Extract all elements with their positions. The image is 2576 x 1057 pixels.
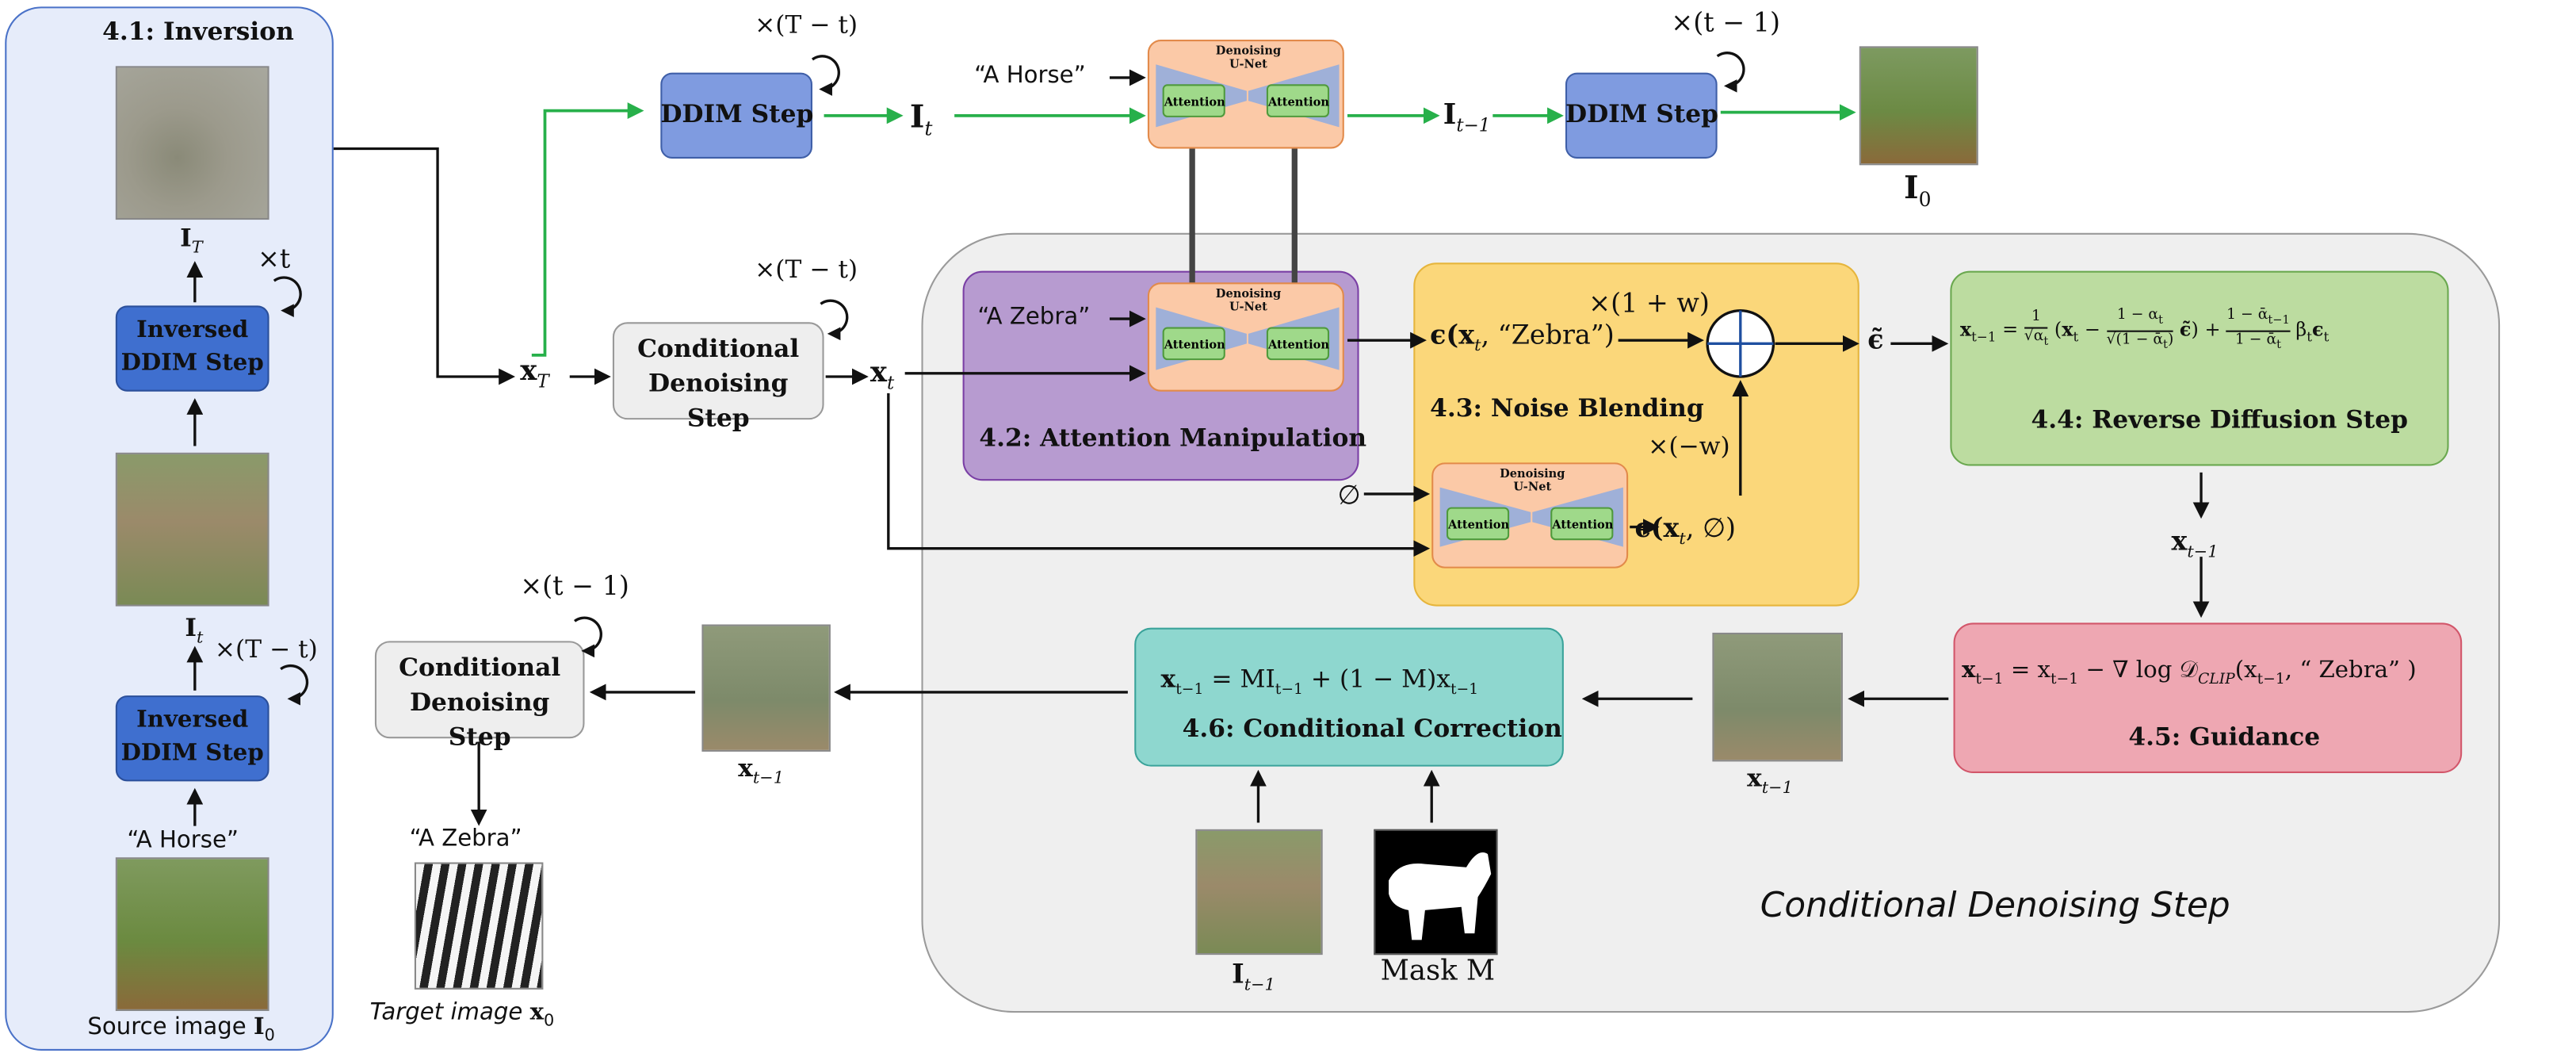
noisy-horse-image-correction: [1195, 829, 1323, 956]
inversed-ddim-label-top: Inversed DDIM Step: [120, 316, 264, 377]
noise-image-IT: [115, 66, 269, 220]
times-T-minus-t-label: ×(T − t): [214, 634, 318, 664]
arrow-xT-to-ddim: [531, 102, 644, 357]
label-top-It-1: It−1: [1443, 98, 1491, 136]
repeat-middle: ×(T − t): [755, 254, 858, 285]
inversion-title: 4.1: Inversion: [102, 16, 294, 47]
label-x-left: xt−1: [738, 753, 784, 788]
unet-top-title: Denoising U-Net: [1215, 43, 1282, 71]
reverse-diffusion-title: 4.4: Reverse Diffusion Step: [2031, 404, 2408, 435]
loop-times-t: [273, 276, 302, 317]
mask-image: [1374, 829, 1498, 956]
ddim-step-right-label: DDIM Step: [1565, 98, 1718, 129]
label-xT: xT: [520, 354, 549, 393]
target-caption: Target image x0: [369, 999, 555, 1031]
ddim-step-right: [1565, 72, 1718, 159]
loop-ddim-left: [811, 55, 840, 96]
label-xt: xt: [869, 356, 895, 394]
loop-cond-bottom: [573, 616, 602, 658]
arrow-xt-to-unet3: [887, 393, 1431, 557]
label-I0: I0: [1904, 170, 1932, 212]
label-top-It: It: [909, 98, 933, 140]
attention-block-mid-right: Attention: [1266, 327, 1330, 361]
times-t-label: ×t: [257, 243, 291, 274]
conditional-denoising-step-box-bottom: [374, 641, 585, 739]
noisy-zebra-image-right: [1712, 632, 1843, 762]
repeat-left-top: ×(T − t): [755, 10, 858, 40]
inversed-ddim-step-bottom: [115, 695, 269, 782]
noisy-horse-It: [115, 452, 269, 607]
attention-block-top-left: Attention: [1162, 84, 1225, 117]
eps-zebra-label: ϵ(xt, “Zebra”): [1430, 319, 1615, 356]
label-It-1-correction: It−1: [1232, 958, 1275, 995]
source-horse-image: [115, 857, 269, 1011]
guidance-box: [1953, 622, 2463, 773]
arrow-inversion-to-xT: [333, 147, 515, 385]
unet-top: Denoising U-Net Attention Attention: [1147, 39, 1344, 149]
attention-block-bot-right: Attention: [1550, 507, 1614, 541]
label-x-next: xt−1: [2171, 525, 2219, 562]
unet-middle: Denoising U-Net Attention Attention: [1147, 282, 1344, 392]
repeat-bottom-left: ×(t − 1): [520, 569, 629, 602]
attention-manipulation-title: 4.2: Attention Manipulation: [979, 423, 1367, 453]
conditional-denoising-step-box: [612, 322, 824, 420]
attention-block-mid-left: Attention: [1162, 327, 1225, 361]
guidance-title: 4.5: Guidance: [2128, 722, 2321, 752]
repeat-right-top: ×(t − 1): [1671, 6, 1780, 38]
panel-title: Conditional Denoising Step: [1760, 885, 2230, 925]
loop-ddim-right: [1716, 52, 1745, 93]
weight-positive: ×(1 + w): [1588, 287, 1710, 320]
null-symbol: ∅: [1337, 479, 1361, 511]
eps-tilde-label: ϵ̃: [1867, 324, 1884, 355]
ddim-step-left-label: DDIM Step: [660, 98, 814, 129]
label-IT: IT: [180, 223, 203, 258]
loop-cond-top: [820, 299, 849, 341]
inversed-ddim-step-top: [115, 305, 269, 392]
conditional-correction-title: 4.6: Conditional Correction: [1182, 713, 1562, 744]
label-It: It: [185, 612, 204, 648]
ddim-step-left: [660, 72, 812, 159]
unet-bottom-title: Denoising U-Net: [1500, 465, 1565, 494]
output-horse-image: [1859, 46, 1978, 166]
weight-negative: ×(−w): [1648, 431, 1730, 461]
source-caption: Source image I0: [87, 1014, 275, 1046]
target-zebra-image: [414, 862, 544, 990]
unet-bottom: Denoising U-Net Attention Attention: [1431, 462, 1629, 569]
reverse-formula: xt−1 = 1√αt (xt − 1 − αt√(1 − ᾱt) ϵ̃) + …: [1959, 307, 2329, 351]
label-x-right: xt−1: [1747, 763, 1793, 798]
correction-formula: xt−1 = MIt−1 + (1 − M)xt−1: [1160, 664, 1479, 699]
loop-times-T-t: [280, 664, 309, 706]
reverse-diffusion-box: [1950, 270, 2449, 466]
guidance-formula: xt−1 = xt−1 − ∇ log 𝒟CLIP(xt−1, “ Zebra”…: [1961, 657, 2417, 689]
noisy-zebra-image-left: [701, 624, 831, 752]
cond-step-label-bottom: Conditional Denoising Step: [399, 652, 561, 752]
prompt-horse-top: “A Horse”: [974, 63, 1086, 90]
prompt-horse-left: “A Horse”: [127, 827, 239, 855]
cond-step-label: Conditional Denoising Step: [637, 333, 800, 433]
unet-middle-title: Denoising U-Net: [1215, 285, 1282, 314]
noise-blending-title: 4.3: Noise Blending: [1430, 393, 1704, 423]
prompt-zebra-middle: “A Zebra”: [977, 304, 1091, 331]
mask-horse-shape: [1389, 852, 1492, 940]
inversed-ddim-label-bottom: Inversed DDIM Step: [120, 707, 264, 767]
conditional-correction-box: [1134, 627, 1564, 767]
prompt-zebra-bottom: “A Zebra”: [409, 825, 522, 852]
mask-caption: Mask M: [1380, 955, 1496, 988]
attention-block-top-right: Attention: [1266, 84, 1330, 117]
attention-block-bot-left: Attention: [1446, 507, 1510, 541]
